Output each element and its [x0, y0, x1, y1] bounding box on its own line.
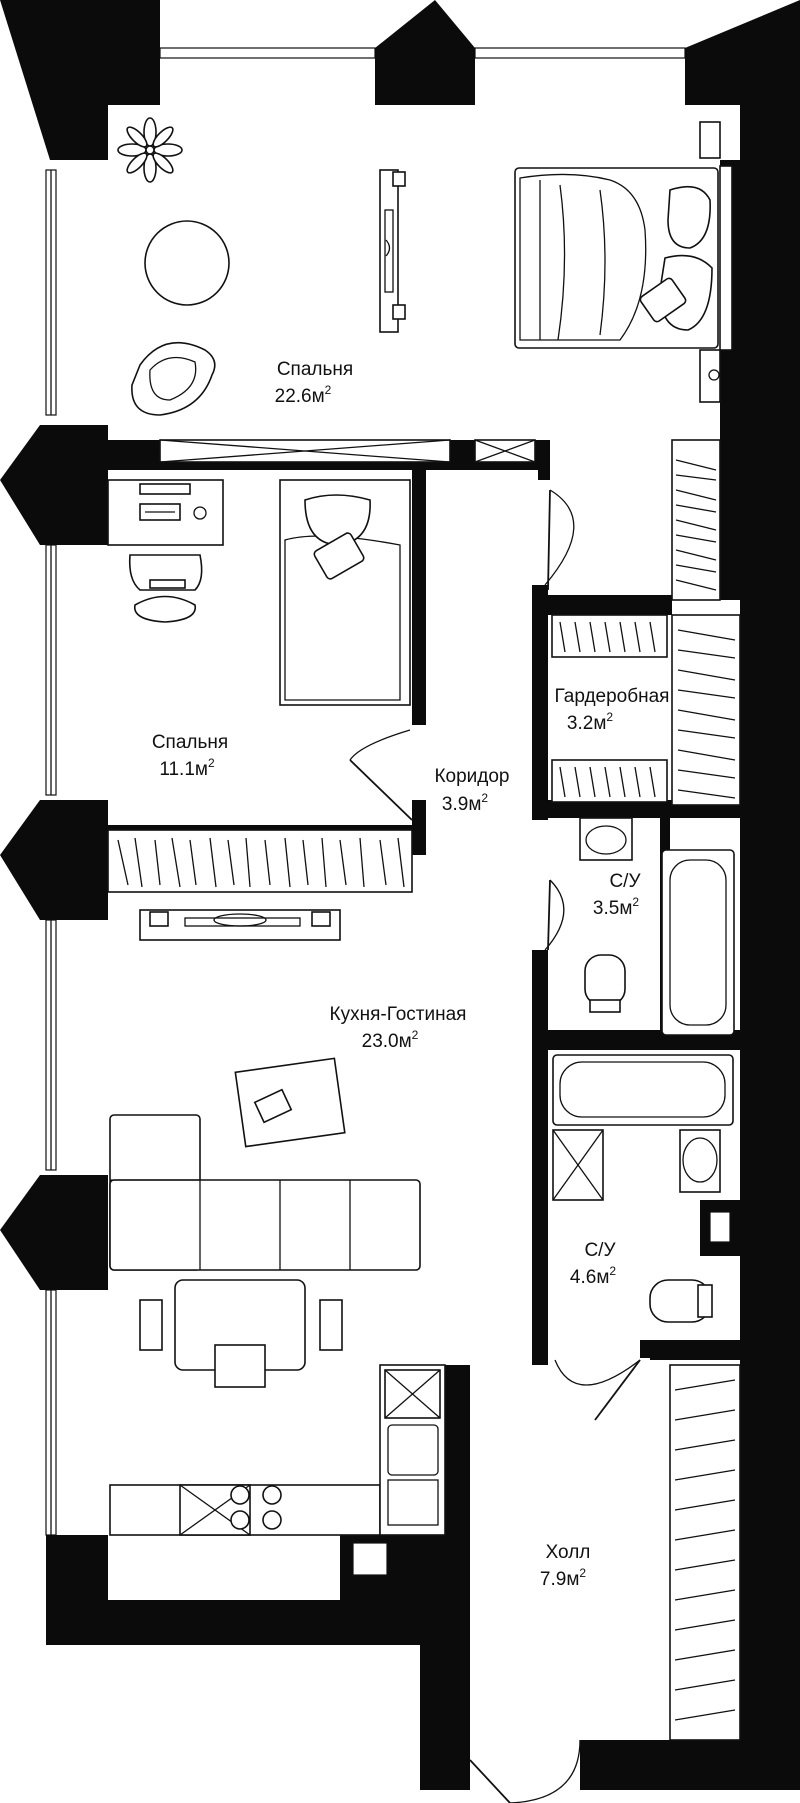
armchair-icon	[131, 341, 216, 416]
room-area: 4.6м2	[570, 1264, 616, 1288]
room-area: 3.2м2	[567, 710, 613, 734]
room-name: Гардеробная	[555, 686, 670, 707]
living-room-furniture	[109, 909, 446, 1536]
room-area: 11.1м2	[159, 756, 215, 780]
room-name: Спальня	[277, 359, 353, 380]
bathroom-2-fixtures	[552, 1054, 734, 1323]
bedroom-2-furniture	[107, 479, 411, 706]
room-name: С/У	[609, 871, 641, 892]
double-bed	[514, 121, 733, 403]
room-area: 3.5м2	[593, 895, 639, 919]
bedroom-1-furniture	[117, 117, 733, 416]
round-table	[144, 220, 230, 306]
room-name: Спальня	[152, 732, 228, 753]
room-area: 23.0м2	[362, 1028, 419, 1052]
room-name: Холл	[546, 1542, 591, 1563]
room-area: 22.6м2	[275, 383, 332, 407]
room-area: 7.9м2	[540, 1566, 586, 1590]
room-area: 3.9м2	[442, 791, 488, 815]
room-name: С/У	[584, 1240, 616, 1261]
windows	[45, 47, 686, 1536]
plant-icon	[117, 117, 183, 183]
bathroom-1-fixtures	[579, 817, 735, 1036]
tv-unit	[379, 169, 406, 333]
room-name: Коридор	[434, 766, 509, 787]
hangers	[675, 459, 717, 591]
room-name: Кухня-Гостиная	[330, 1004, 467, 1025]
room-labels: Спальня 22.6м2 Спальня 11.1м2 Гардеробна…	[152, 359, 670, 1590]
